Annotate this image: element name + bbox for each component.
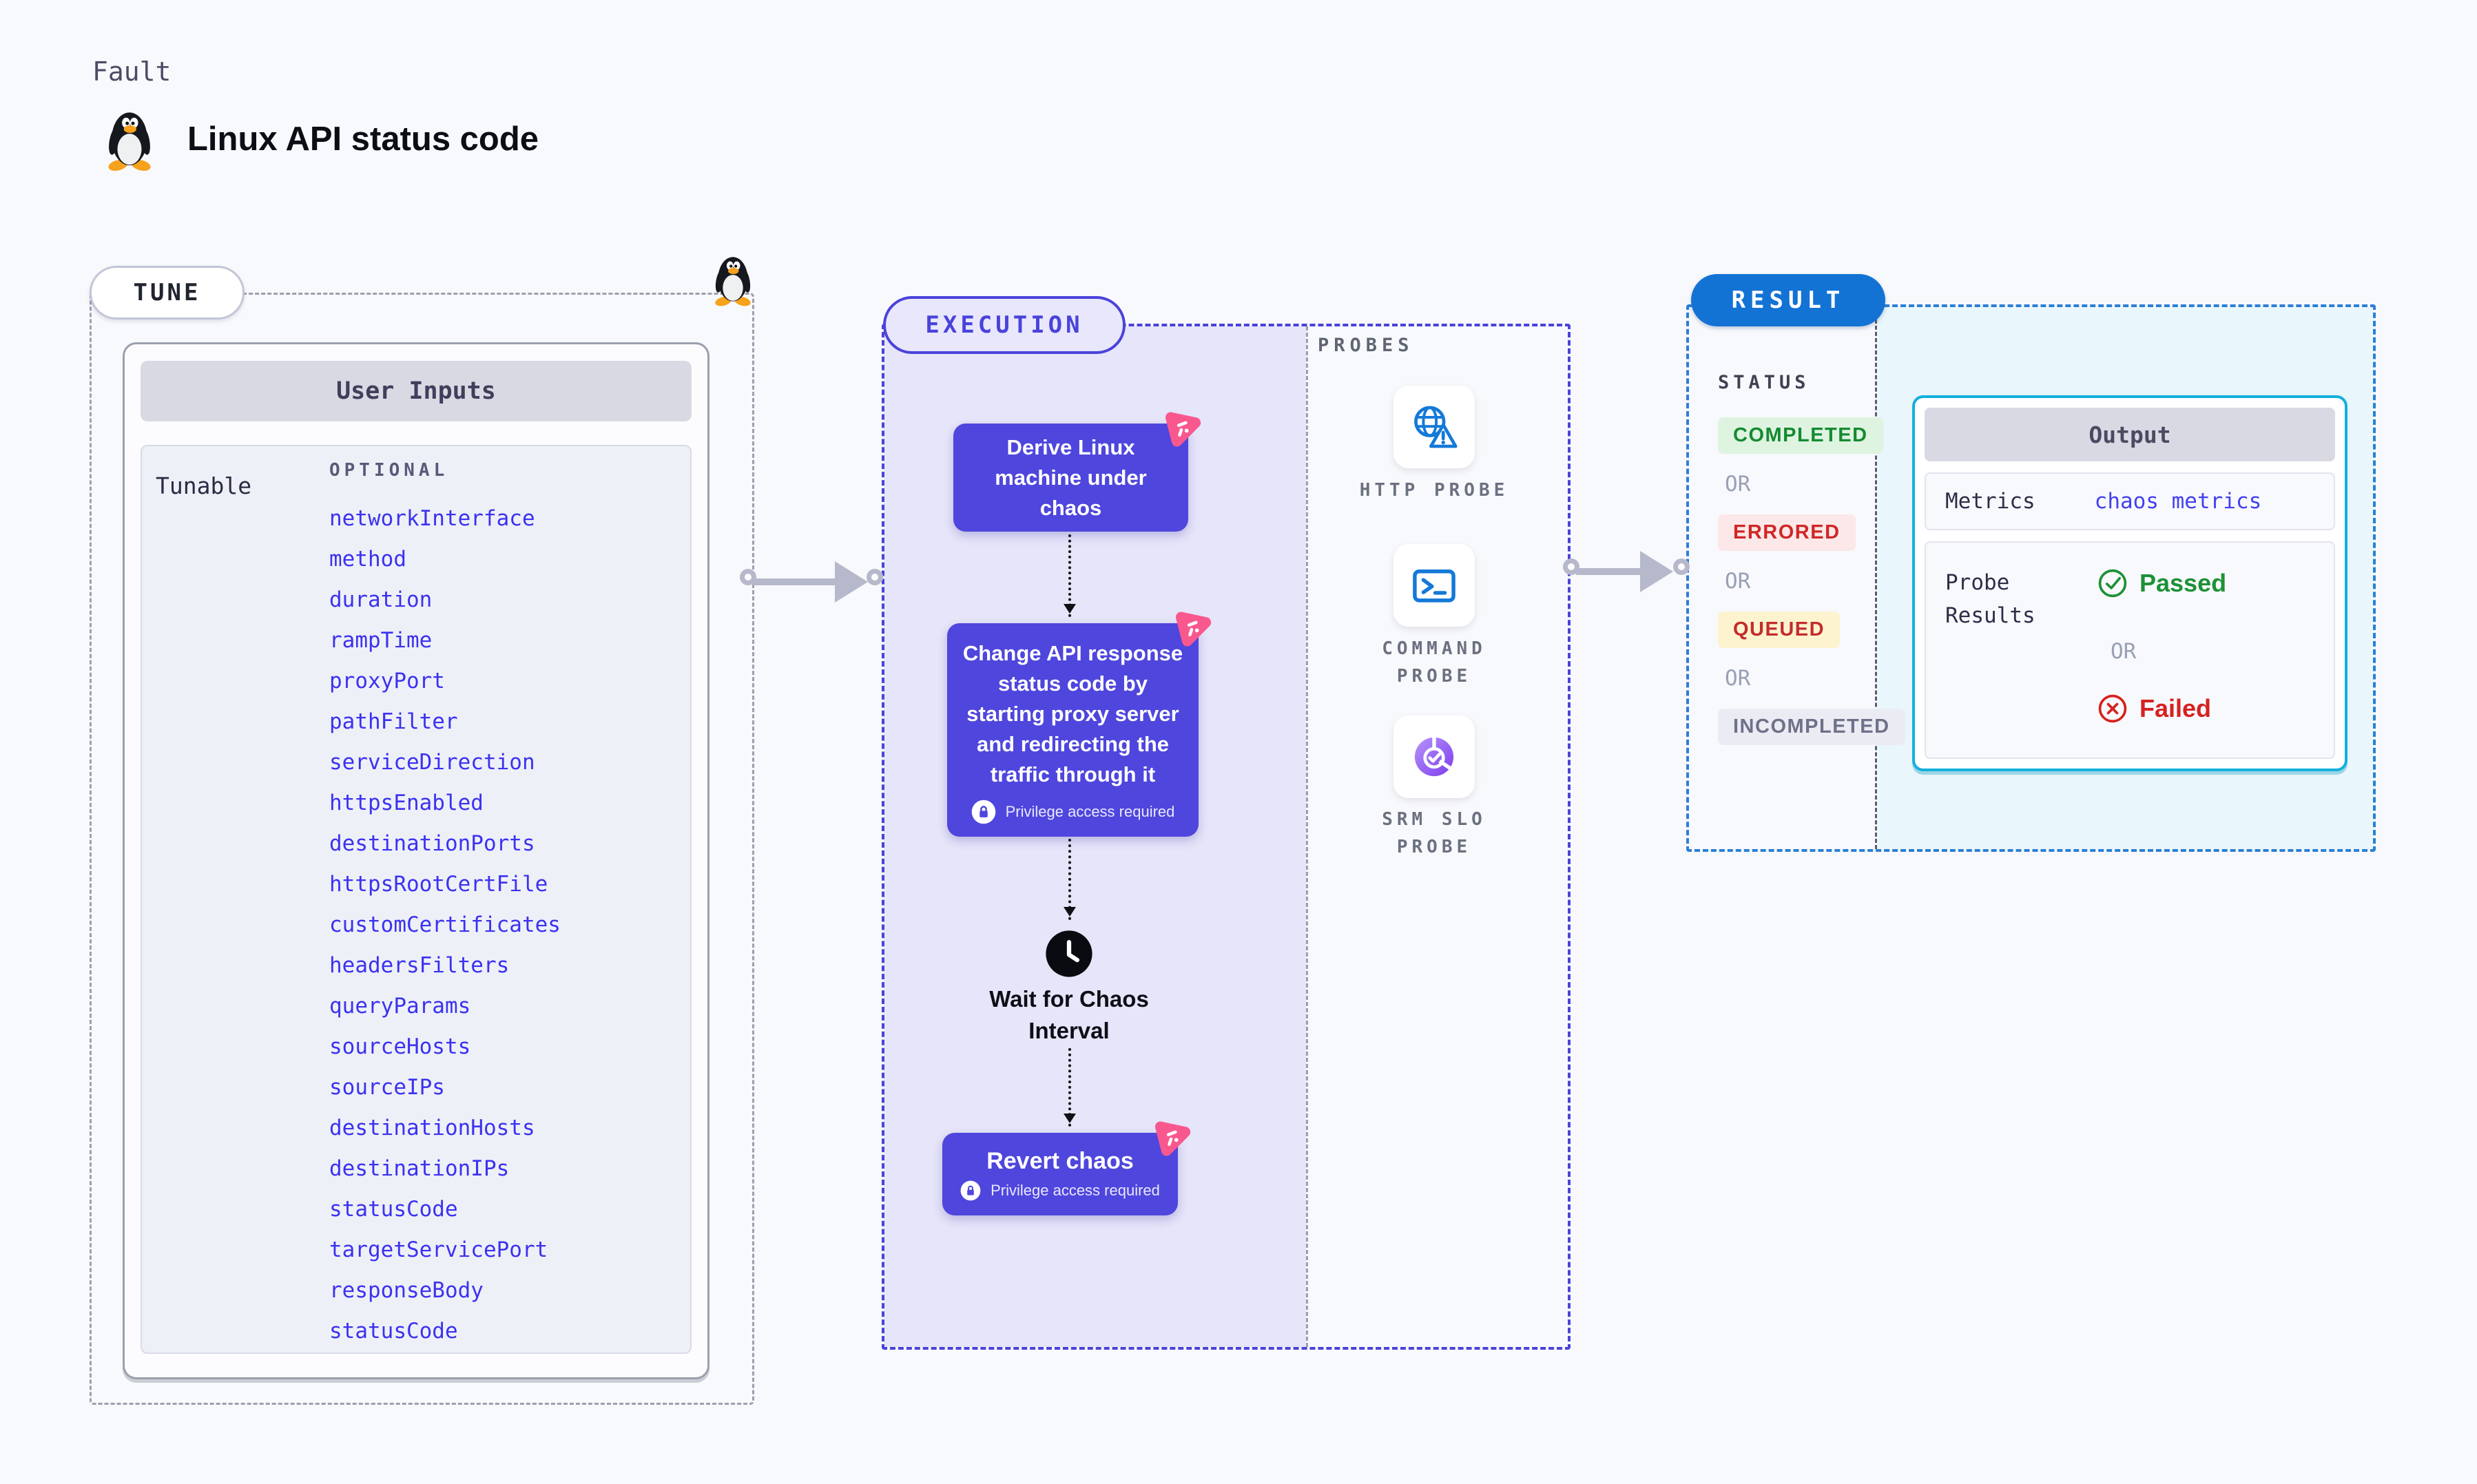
metrics-label: Metrics xyxy=(1945,489,2035,514)
tunable-item: destinationHosts xyxy=(329,1116,535,1140)
command-probe-card xyxy=(1393,544,1475,627)
metrics-row: Metrics chaos metrics xyxy=(1925,472,2335,530)
failed-row: Failed xyxy=(2097,693,2211,724)
tune-to-execution-arrowhead xyxy=(835,561,868,603)
result-section-box xyxy=(1686,304,2376,852)
x-circle-icon xyxy=(2098,694,2127,723)
tunable-item: pathFilter xyxy=(329,709,458,734)
tunable-item: statusCode xyxy=(329,1319,458,1344)
or-label: OR xyxy=(1725,569,1751,594)
probe-results-row: Probe Results Passed OR Failed xyxy=(1925,541,2335,759)
srm-slo-probe-card xyxy=(1393,715,1475,798)
tune-badge: TUNE xyxy=(90,266,245,320)
tunable-item: headersFilters xyxy=(329,953,510,978)
step-text: Derive Linux machine under chaos xyxy=(995,435,1147,520)
or-label: OR xyxy=(2111,639,2137,664)
tune-section-box xyxy=(90,293,754,1405)
tunable-item: rampTime xyxy=(329,628,433,653)
or-label: OR xyxy=(1725,472,1751,497)
status-badge-incompleted: INCOMPLETED xyxy=(1718,709,1905,745)
tunable-item: statusCode xyxy=(329,1197,458,1222)
tunable-item: customCertificates xyxy=(329,912,561,937)
tunable-item: targetServicePort xyxy=(329,1237,548,1262)
connector-dot xyxy=(740,569,756,585)
tunable-item: responseBody xyxy=(329,1278,484,1303)
status-badge-completed: COMPLETED xyxy=(1718,417,1883,454)
step-text: Change API response status code by start… xyxy=(962,641,1183,786)
tunable-item: sourceHosts xyxy=(329,1034,471,1059)
status-list: COMPLETED OR ERRORED OR QUEUED OR INCOMPLETED xyxy=(1718,417,1905,745)
passed-row: Passed xyxy=(2097,567,2226,599)
optional-label: OPTIONAL xyxy=(329,460,449,481)
privilege-row: Privilege access required xyxy=(960,1180,1160,1201)
tunable-label: Tunable xyxy=(156,472,252,499)
globe-alert-icon xyxy=(1414,406,1458,448)
probe-results-label: Probe Results xyxy=(1945,570,2035,628)
connector-dot xyxy=(1673,558,1690,575)
failed-label: Failed xyxy=(2139,694,2212,722)
probes-to-result-connector xyxy=(1576,568,1642,575)
or-label: OR xyxy=(1725,666,1751,691)
tunable-item: sourceIPs xyxy=(329,1075,445,1100)
step-derive-machine: Derive Linux machine under chaos xyxy=(953,412,1201,532)
tunable-list: networkInterface method duration rampTime pr… xyxy=(329,499,561,1352)
terminal-icon xyxy=(1413,569,1455,603)
chaos-logo-icon xyxy=(1165,412,1201,447)
status-badge-queued: QUEUED xyxy=(1718,612,1841,648)
tunable-item: proxyPort xyxy=(329,669,445,693)
flow-arrow xyxy=(1064,839,1076,920)
status-badge-errored: ERRORED xyxy=(1718,514,1856,551)
tunable-item: httpsEnabled xyxy=(329,791,484,815)
command-probe-label: COMMAND PROBE xyxy=(1382,638,1486,687)
slo-gauge-icon xyxy=(1414,736,1454,777)
http-probe-label: HTTP PROBE xyxy=(1359,480,1509,501)
privilege-row: Privilege access required xyxy=(971,800,1175,824)
tunable-item: serviceDirection xyxy=(329,750,535,775)
output-header: Output xyxy=(1925,408,2335,461)
passed-label: Passed xyxy=(2139,569,2227,597)
step-revert-chaos: Revert chaos Privilege access required xyxy=(942,1121,1191,1215)
result-divider xyxy=(1875,307,1877,849)
tunable-item: method xyxy=(329,547,406,572)
tunable-item: queryParams xyxy=(329,994,471,1018)
chaos-logo-icon xyxy=(1154,1121,1191,1156)
fault-kicker: Fault xyxy=(92,56,172,87)
wait-step-label: Wait for Chaos Interval xyxy=(989,986,1149,1043)
metrics-value: chaos metrics xyxy=(2094,489,2262,514)
tunable-item: destinationIPs xyxy=(329,1156,510,1181)
tune-to-execution-connector xyxy=(753,578,837,585)
probes-section-label: PROBES xyxy=(1318,335,1414,356)
privilege-label: Privilege access required xyxy=(991,1181,1160,1199)
chaos-logo-icon xyxy=(1175,612,1212,647)
clock-icon xyxy=(1046,930,1092,977)
lock-icon xyxy=(971,800,995,824)
page-title: Linux API status code xyxy=(187,121,539,158)
tunable-item: destinationPorts xyxy=(329,831,535,856)
lock-icon xyxy=(960,1180,981,1200)
tunable-item: httpsRootCertFile xyxy=(329,872,548,897)
privilege-label: Privilege access required xyxy=(1005,803,1175,820)
result-badge: RESULT xyxy=(1691,274,1885,326)
probes-divider xyxy=(1306,326,1308,1347)
flow-arrow xyxy=(1064,1048,1076,1127)
step-text: Revert chaos xyxy=(986,1147,1134,1174)
step-change-status-code: Change API response status code by start… xyxy=(947,612,1212,837)
output-card: Output Metrics chaos metrics Probe Resul… xyxy=(1912,395,2348,771)
http-probe-card xyxy=(1393,386,1475,468)
status-section-label: STATUS xyxy=(1718,372,1810,393)
tunable-item: networkInterface xyxy=(329,506,535,531)
tux-penguin-icon-small xyxy=(715,257,751,306)
tux-penguin-icon xyxy=(108,112,151,171)
user-inputs-body: Tunable OPTIONAL networkInterface method d… xyxy=(141,445,692,1354)
tunable-item: duration xyxy=(329,587,433,612)
user-inputs-header: User Inputs xyxy=(141,361,692,421)
connector-dot xyxy=(867,569,883,585)
connector-dot xyxy=(1563,558,1579,575)
flow-arrow xyxy=(1064,534,1076,617)
check-circle-icon xyxy=(2098,569,2127,598)
execution-badge: EXECUTION xyxy=(883,296,1126,354)
srm-slo-probe-label: SRM SLO PROBE xyxy=(1382,809,1486,857)
probes-to-result-arrowhead xyxy=(1640,551,1673,592)
